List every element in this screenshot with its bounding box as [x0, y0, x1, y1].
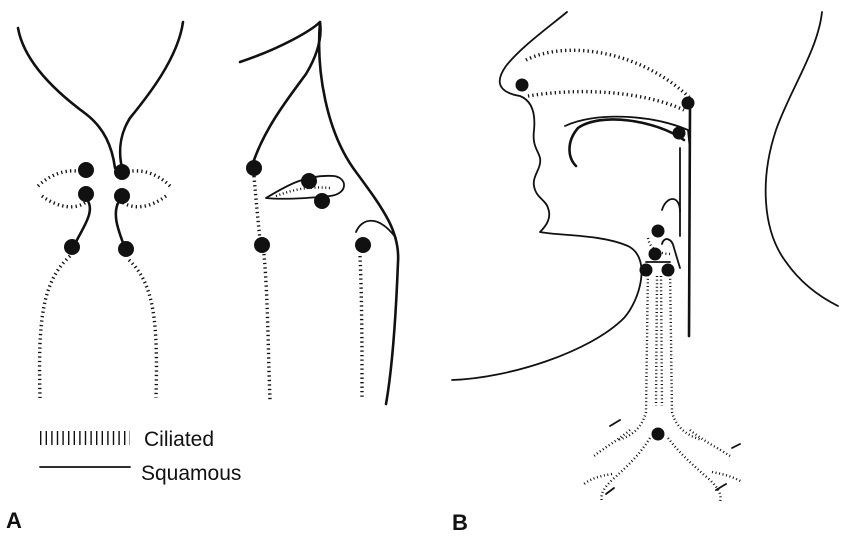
panel-a-sagittal-drawing: [240, 22, 398, 404]
junction-dot: [78, 186, 94, 202]
squamous-line: [116, 197, 125, 248]
ciliated-line: [670, 268, 702, 440]
ciliated-line: [618, 268, 648, 440]
junction-dot: [682, 97, 695, 110]
junction-dot: [114, 164, 130, 180]
ciliated-line: [594, 430, 630, 456]
ciliated-line: [264, 254, 270, 400]
squamous-line: [18, 28, 115, 168]
squamous-line: [662, 199, 680, 212]
ciliated-line: [129, 260, 156, 398]
ciliated-line: [668, 438, 721, 502]
head-back-outline: [766, 12, 838, 306]
squamous-line: [606, 420, 740, 494]
ciliated-line: [40, 256, 70, 398]
squamous-line: [689, 108, 690, 336]
junction-dot: [114, 188, 130, 204]
legend-ciliated-label: Ciliated: [144, 428, 214, 451]
panel-a-frontal-drawing: [18, 22, 183, 398]
squamous-line: [120, 22, 183, 168]
junction-dot: [118, 241, 134, 257]
junction-dot: [516, 79, 529, 92]
ciliated-line: [690, 430, 730, 456]
legend-squamous-label: Squamous: [141, 462, 241, 485]
squamous-line: [74, 197, 90, 246]
squamous-line: [240, 22, 320, 166]
ciliated-line: [254, 176, 260, 240]
squamous-line: [662, 239, 680, 268]
junction-dot: [254, 237, 270, 253]
junction-dot: [640, 264, 653, 277]
junction-dot: [652, 225, 665, 238]
ciliated-line: [360, 256, 362, 398]
junction-dot: [246, 160, 262, 176]
junction-dot: [64, 239, 80, 255]
junction-dot: [301, 173, 317, 189]
junction-dot: [355, 237, 371, 253]
ciliated-line: [661, 276, 662, 406]
ciliated-line: [584, 474, 612, 484]
junction-dot: [78, 162, 94, 178]
junction-dot: [662, 264, 675, 277]
ciliated-line: [656, 276, 657, 406]
panel-label-b: B: [452, 510, 468, 535]
squamous-line: [319, 22, 398, 404]
ciliated-line: [712, 472, 742, 482]
junction-dot: [673, 127, 686, 140]
panel-b-head-drawing: [452, 12, 838, 502]
ciliated-line: [528, 92, 684, 110]
junction-dot: [649, 248, 662, 261]
legend: Ciliated Squamous: [40, 428, 241, 485]
junction-dot: [314, 193, 330, 209]
squamous-line: [570, 119, 685, 166]
junction-dot: [652, 428, 665, 441]
panel-label-a: A: [6, 508, 22, 533]
face-profile: [452, 12, 642, 380]
ciliated-line: [526, 50, 690, 98]
